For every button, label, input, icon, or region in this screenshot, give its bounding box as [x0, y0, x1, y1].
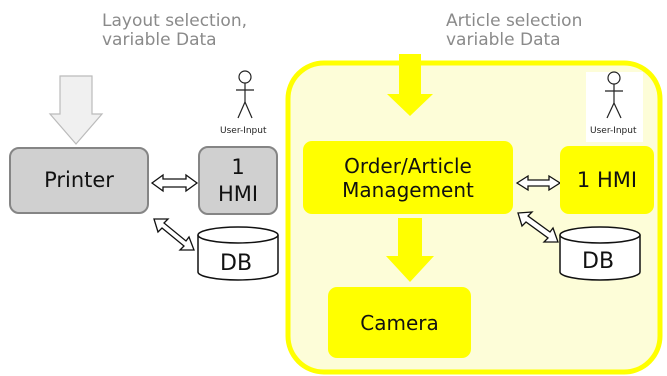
db-right-label: DB [582, 249, 615, 274]
order-to-camera-arrow [386, 218, 434, 282]
layout-input-arrow [48, 75, 104, 145]
printer-label: Printer [44, 168, 114, 192]
printer-hmi-double-arrow [150, 173, 199, 193]
article-input-arrow [387, 54, 433, 116]
camera-node: Camera [328, 287, 471, 358]
hmi-right-label: 1 HMI [576, 167, 638, 192]
db-left-label: DB [220, 251, 253, 276]
order-mgmt-line2: Management [342, 177, 474, 202]
printer-node: Printer [9, 147, 149, 214]
left-caption-line2: variable Data [102, 30, 217, 50]
hmi-node-left: 1 HMI [198, 146, 278, 215]
db-right-cylinder [559, 226, 641, 281]
user-input-label-left: User-Input [220, 126, 267, 136]
db-left-cylinder [197, 226, 279, 281]
left-caption-line1: Layout selection, [102, 11, 248, 31]
right-caption-line1: Article selection [446, 11, 583, 31]
user-icon [605, 71, 623, 119]
hmi-node-right: 1 HMI [560, 146, 654, 214]
printer-db-double-arrow [153, 218, 195, 251]
order-db-double-arrow [517, 211, 559, 243]
hmi-left-line2: HMI [217, 181, 259, 206]
user-input-label-right: User-Input [590, 126, 637, 136]
order-article-management-node: Order/Article Management [303, 141, 513, 214]
order-mgmt-line1: Order/Article [344, 153, 472, 178]
right-caption-line2: variable Data [446, 30, 561, 50]
camera-label: Camera [360, 310, 439, 335]
hmi-left-line1: 1 [231, 154, 245, 179]
user-icon [236, 70, 254, 119]
